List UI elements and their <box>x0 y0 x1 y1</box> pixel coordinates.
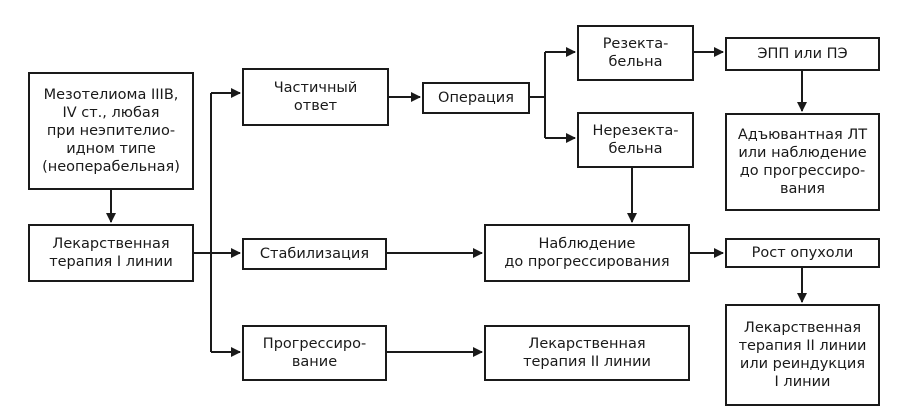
node-progression-label: Прогрессиро- вание <box>262 336 367 370</box>
node-unresectable: Нерезекта- бельна <box>577 112 694 168</box>
node-operation-label: Операция <box>438 90 514 106</box>
node-second-line-after-progression-label: Лекарственная терапия II линии <box>523 336 651 370</box>
node-epp-pe: ЭПП или ПЭ <box>725 37 880 71</box>
node-operation: Операция <box>422 82 530 114</box>
node-partial-response: Частичный ответ <box>242 68 389 126</box>
node-epp-pe-label: ЭПП или ПЭ <box>757 46 848 62</box>
node-resectable-label: Резекта- бельна <box>602 36 669 70</box>
node-partial-response-label: Частичный ответ <box>273 80 358 114</box>
node-second-line-or-reinduction: Лекарственная терапия II линии или реинд… <box>725 304 880 406</box>
node-first-line: Лекарственная терапия I линии <box>28 224 194 282</box>
node-tumor-growth: Рост опухоли <box>725 238 880 268</box>
node-tumor-growth-label: Рост опухоли <box>751 245 854 261</box>
node-observation-label: Наблюдение до прогрессирования <box>504 236 670 270</box>
node-second-line-or-reinduction-label: Лекарственная терапия II линии или реинд… <box>738 320 867 390</box>
node-adjuvant-label: Адъювантная ЛТ или наблюдение до прогрес… <box>737 127 868 197</box>
node-stabilization-label: Стабилизация <box>259 246 370 262</box>
node-first-line-label: Лекарственная терапия I линии <box>49 236 173 270</box>
node-mesothelioma: Мезотелиома IIIB, IV ст., любая при неэп… <box>28 72 194 190</box>
node-resectable: Резекта- бельна <box>577 25 694 81</box>
node-unresectable-label: Нерезекта- бельна <box>592 123 679 157</box>
node-stabilization: Стабилизация <box>242 238 387 270</box>
node-observation: Наблюдение до прогрессирования <box>484 224 690 282</box>
node-mesothelioma-label: Мезотелиома IIIB, IV ст., любая при неэп… <box>42 87 180 175</box>
node-adjuvant: Адъювантная ЛТ или наблюдение до прогрес… <box>725 113 880 211</box>
node-second-line-after-progression: Лекарственная терапия II линии <box>484 325 690 381</box>
node-progression: Прогрессиро- вание <box>242 325 387 381</box>
